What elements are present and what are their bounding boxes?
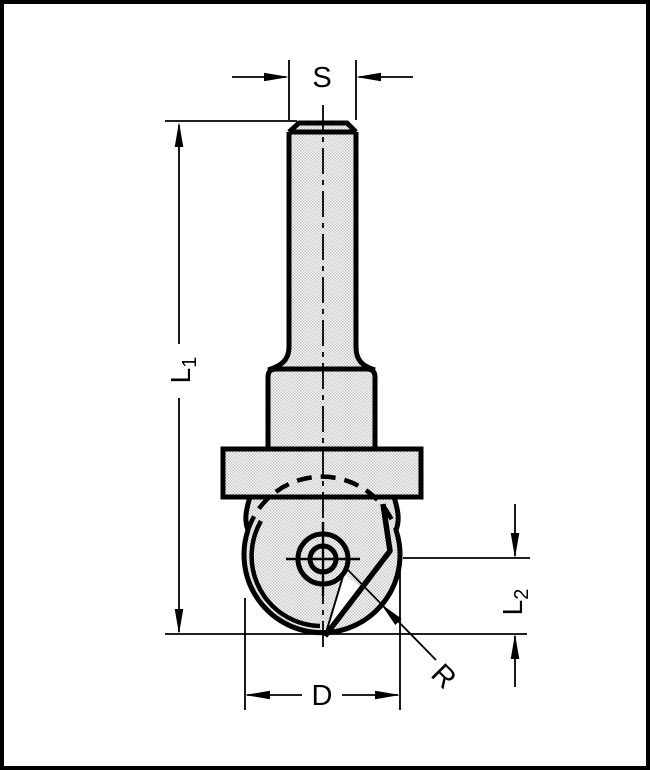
- l1-arrowhead-top: [174, 122, 184, 147]
- d-arrowhead-left: [245, 690, 270, 700]
- neck-fillet-left: [243, 496, 253, 531]
- flange-outline: [220, 446, 424, 500]
- neck-fillet-right: [391, 496, 401, 531]
- s-arrowhead-right: [356, 72, 381, 82]
- label-length-overall: L1: [165, 357, 201, 384]
- s-arrowhead-left: [264, 72, 289, 82]
- label-l1-subscript: 1: [179, 357, 201, 368]
- d-arrowhead-right: [375, 690, 400, 700]
- ball-hidden-arc: [245, 474, 399, 531]
- r-arrowhead: [381, 604, 402, 625]
- label-l2-main: L: [497, 600, 528, 616]
- shank-outline: [267, 132, 376, 373]
- s-extension-lines: [288, 60, 357, 120]
- gash-edge-thin: [324, 572, 345, 637]
- label-l2-subscript: 2: [511, 589, 533, 600]
- dimension-l1: [165, 120, 527, 635]
- label-diameter: D: [312, 680, 333, 712]
- label-shank-diameter: S: [312, 62, 331, 94]
- l1-arrowhead-bottom: [174, 609, 184, 634]
- collar-outline: [265, 366, 378, 449]
- ball-cutter-outline: [241, 529, 403, 636]
- cutting-face-edge: [322, 503, 393, 638]
- label-l1-main: L: [165, 368, 196, 384]
- insert-edge-arc: [249, 519, 321, 629]
- l2-arrowhead-bottom: [510, 634, 520, 659]
- l2-arrowhead-top: [510, 533, 520, 558]
- label-length-cut: L2: [497, 589, 533, 616]
- label-radius: R: [425, 658, 462, 695]
- d-extension-lines: [244, 560, 401, 710]
